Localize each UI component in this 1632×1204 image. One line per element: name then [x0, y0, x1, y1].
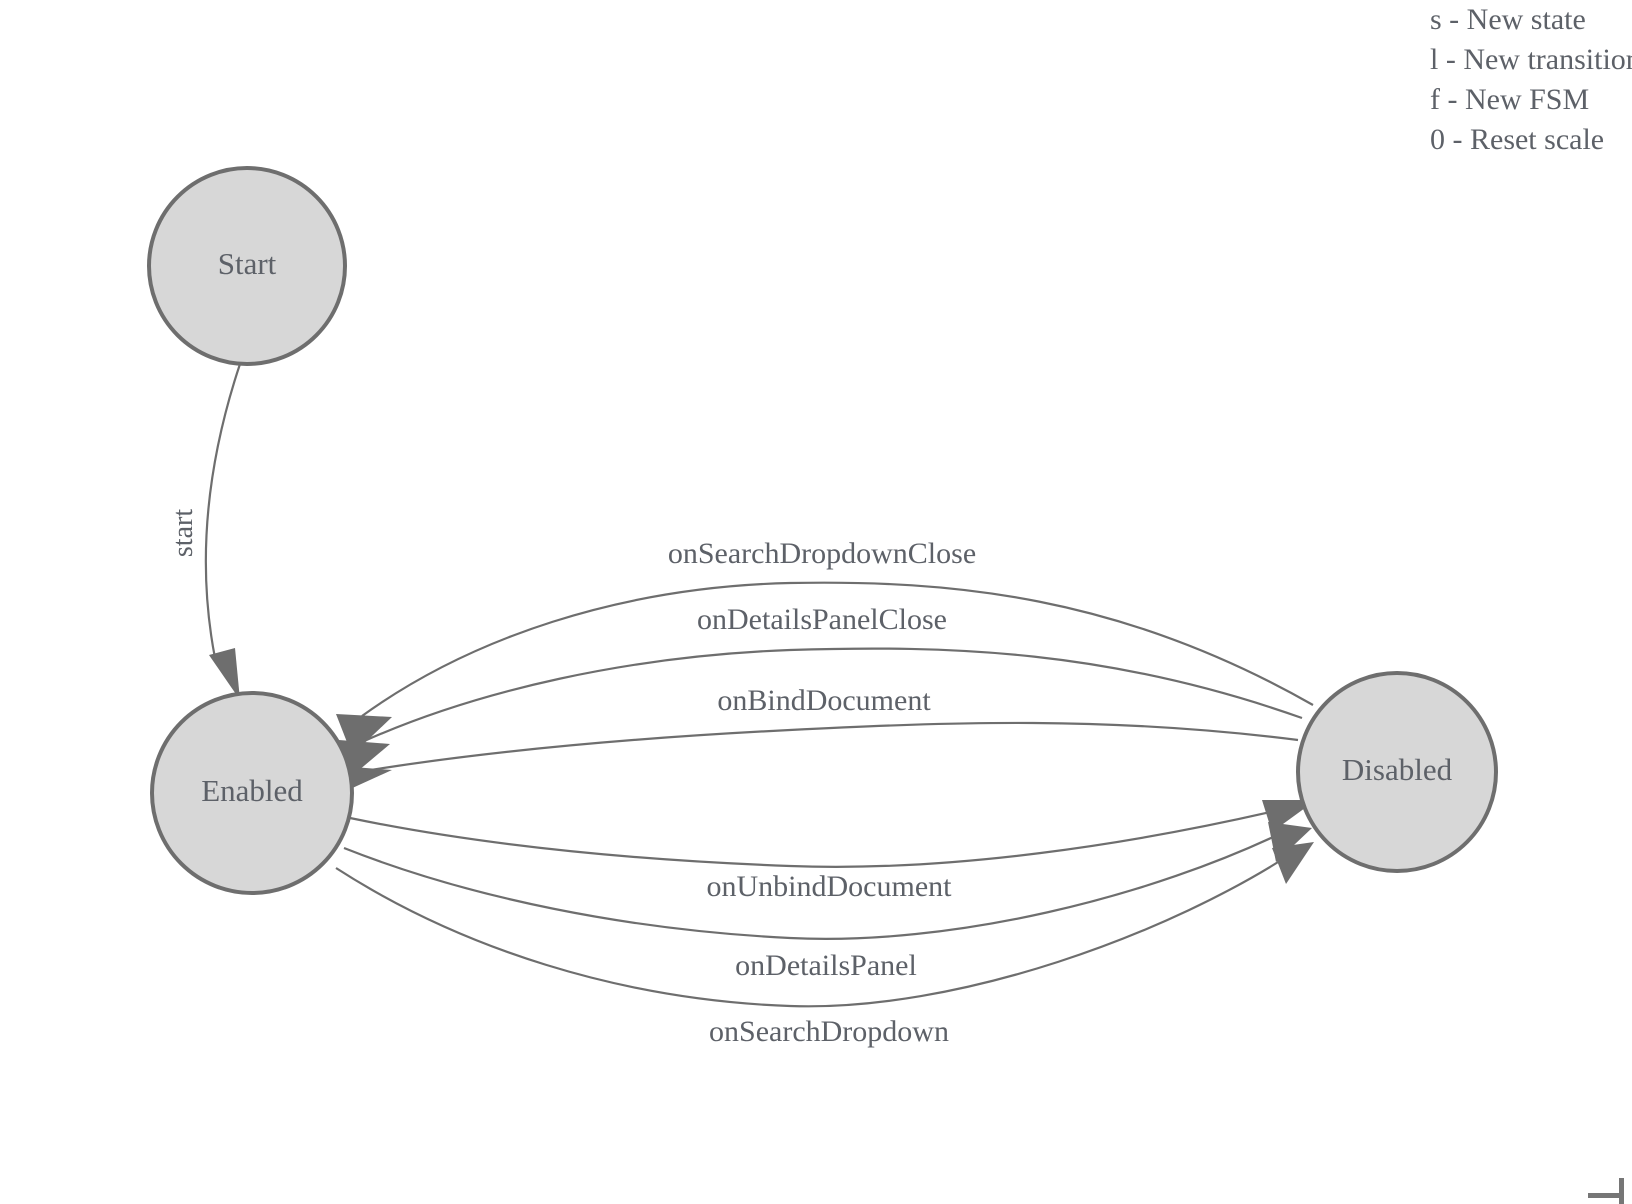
transition-onDetailsPanel-path [343, 827, 1293, 940]
transition-label-onSearchDropdownClose: onSearchDropdownClose [668, 537, 976, 570]
node-disabled-circle[interactable] [1296, 671, 1498, 873]
node-enabled[interactable]: Enabled [150, 691, 354, 895]
transition-label-onSearchDropdown: onSearchDropdown [709, 1015, 949, 1048]
node-start[interactable]: Start [147, 166, 347, 366]
transition-onBindDocument-path [357, 721, 1299, 774]
resize-handle-vertical-bar [1619, 1178, 1624, 1204]
transition-label-start: start [168, 509, 199, 557]
transition-start-path [204, 363, 242, 659]
transition-onBindDocument[interactable] [340, 721, 1299, 790]
transition-start-arrowhead [209, 648, 240, 700]
help-line-new-state: s - New state [1430, 3, 1586, 36]
resize-handle-horizontal-bar [1588, 1193, 1624, 1198]
help-line-new-transition: l - New transition [1430, 43, 1632, 76]
node-disabled-label: Disabled [1342, 752, 1453, 787]
help-line-new-fsm: f - New FSM [1430, 83, 1590, 116]
node-start-label: Start [218, 246, 277, 281]
transition-onDetailsPanelClose-path [361, 647, 1303, 744]
transition-label-onBindDocument: onBindDocument [717, 684, 931, 717]
transition-label-onDetailsPanel: onDetailsPanel [735, 949, 917, 982]
transition-onSearchDropdownClose-path [361, 581, 1314, 717]
resize-handle[interactable] [1588, 1178, 1632, 1204]
node-disabled[interactable]: Disabled [1296, 671, 1498, 873]
help-line-reset-scale: 0 - Reset scale [1430, 123, 1605, 156]
transition-onSearchDropdown-path [335, 847, 1301, 1008]
transition-onUnbindDocument-path [349, 806, 1289, 868]
transition-onSearchDropdown[interactable] [335, 842, 1314, 1008]
help-legend: s - New state l - New transition f - New… [1430, 0, 1632, 160]
node-enabled-label: Enabled [201, 773, 303, 808]
node-enabled-circle[interactable] [150, 691, 354, 895]
transition-start[interactable] [204, 363, 242, 700]
transition-onUnbindDocument[interactable] [349, 800, 1316, 868]
transition-label-onDetailsPanelClose: onDetailsPanelClose [697, 603, 947, 636]
transition-label-onUnbindDocument: onUnbindDocument [707, 870, 953, 903]
transition-onSearchDropdown-arrowhead [1272, 842, 1314, 884]
node-start-circle[interactable] [147, 166, 347, 366]
